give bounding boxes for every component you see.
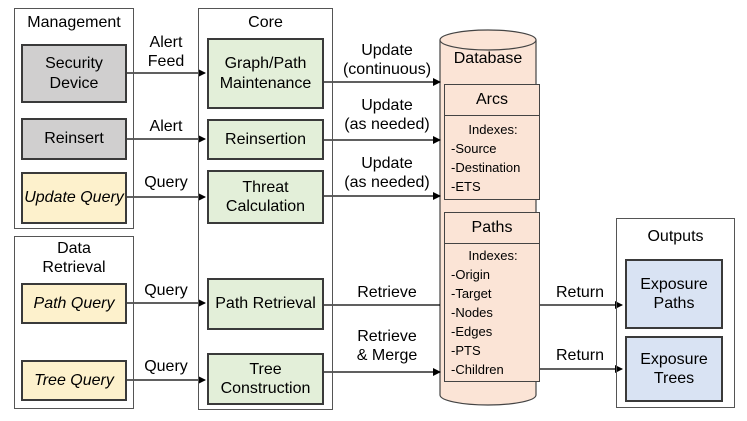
paths-panel: Paths Indexes: -Origin -Target -Nodes -E… bbox=[444, 212, 540, 382]
arcs-index-item: -Destination bbox=[451, 160, 521, 175]
update-continuous-label-line1: Update bbox=[361, 42, 413, 59]
data-retrieval-group bbox=[14, 236, 134, 409]
update-as-needed-label-a-line2: (as needed) bbox=[344, 116, 430, 133]
management-title: Management bbox=[27, 14, 121, 31]
retrieve-merge-label-line2: & Merge bbox=[356, 347, 418, 364]
outputs-group bbox=[616, 218, 735, 408]
paths-indexes-label: Indexes: bbox=[468, 248, 518, 263]
update-query-node: Update Query bbox=[21, 172, 127, 224]
core-group bbox=[198, 8, 333, 410]
data-retrieval-title-line1: Data bbox=[57, 240, 91, 257]
reinsert-node: Reinsert bbox=[21, 118, 127, 160]
update-as-needed-label-b-line2: (as needed) bbox=[344, 174, 430, 191]
tree-query-node: Tree Query bbox=[21, 360, 127, 401]
path-retrieval-node: Path Retrieval bbox=[207, 278, 324, 330]
paths-index-item: -Children bbox=[451, 362, 504, 377]
path-query-node: Path Query bbox=[21, 283, 127, 324]
arcs-indexes-label: Indexes: bbox=[468, 122, 518, 137]
paths-index-item: -Target bbox=[451, 286, 492, 301]
graph-path-maintenance-node: Graph/Path Maintenance bbox=[207, 38, 324, 109]
return-label-paths: Return bbox=[555, 284, 605, 301]
update-as-needed-label-b-line1: Update bbox=[361, 155, 413, 172]
paths-indexes: Indexes: -Origin -Target -Nodes -Edges -… bbox=[451, 246, 535, 379]
paths-title: Paths bbox=[471, 219, 513, 236]
database-title: Database bbox=[453, 50, 523, 67]
reinsertion-node: Reinsertion bbox=[207, 119, 324, 160]
paths-index-item: -Nodes bbox=[451, 305, 493, 320]
exposure-trees-node: Exposure Trees bbox=[625, 336, 723, 402]
retrieve-merge-label-line1: Retrieve bbox=[357, 328, 417, 345]
return-label-trees: Return bbox=[555, 347, 605, 364]
outputs-title: Outputs bbox=[647, 228, 704, 245]
paths-index-item: -Edges bbox=[451, 324, 493, 339]
management-group bbox=[14, 8, 134, 229]
update-as-needed-label-a-line1: Update bbox=[361, 97, 413, 114]
retrieve-label: Retrieve bbox=[357, 284, 417, 301]
arcs-indexes: Indexes: -Source -Destination -ETS bbox=[451, 120, 535, 196]
arcs-title: Arcs bbox=[476, 91, 508, 108]
arcs-index-item: -ETS bbox=[451, 179, 481, 194]
query-label-update: Query bbox=[144, 174, 188, 191]
query-label-tree: Query bbox=[144, 358, 188, 375]
paths-index-item: -Origin bbox=[451, 267, 491, 282]
exposure-paths-node: Exposure Paths bbox=[625, 259, 723, 329]
security-device-node: Security Device bbox=[21, 44, 127, 103]
tree-construction-node: Tree Construction bbox=[207, 353, 324, 405]
alert-label: Alert bbox=[149, 118, 183, 135]
query-label-path: Query bbox=[144, 282, 188, 299]
core-title: Core bbox=[248, 14, 283, 31]
data-retrieval-title-line2: Retrieval bbox=[42, 259, 106, 276]
paths-index-item: -PTS bbox=[451, 343, 481, 358]
arcs-index-item: -Source bbox=[451, 141, 497, 156]
paths-divider bbox=[445, 243, 539, 244]
arcs-divider bbox=[445, 115, 539, 116]
alert-feed-label-line1: Alert bbox=[149, 34, 183, 51]
update-continuous-label-line2: (continuous) bbox=[342, 61, 432, 78]
threat-calculation-node: Threat Calculation bbox=[207, 170, 324, 224]
arcs-panel: Arcs Indexes: -Source -Destination -ETS bbox=[444, 84, 540, 200]
alert-feed-label-line2: Feed bbox=[147, 53, 185, 70]
